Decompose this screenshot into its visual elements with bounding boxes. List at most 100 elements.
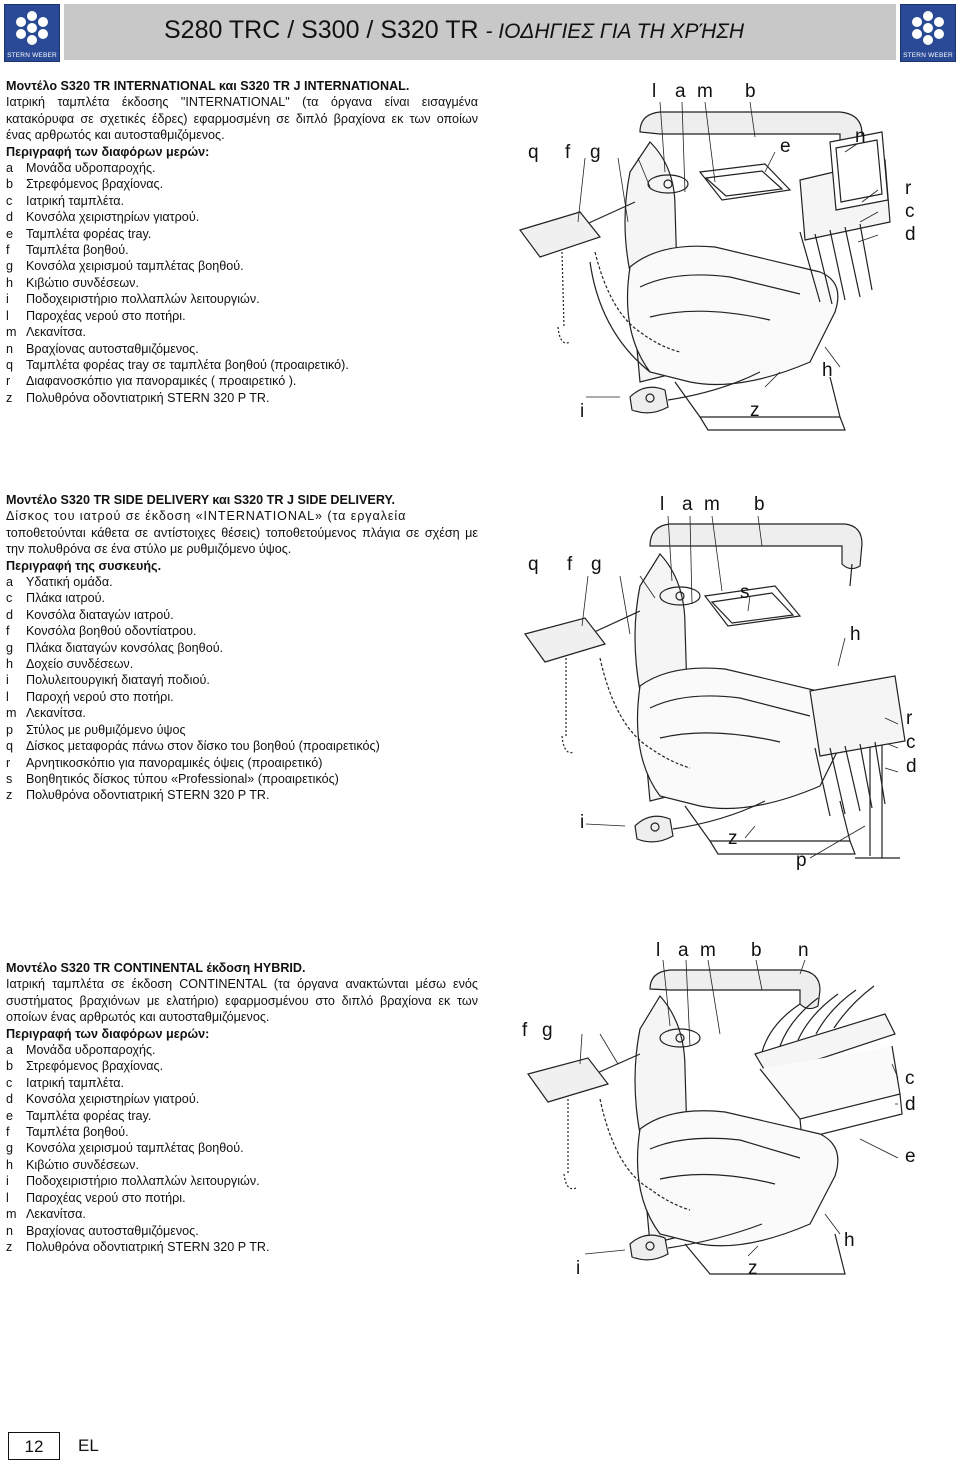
svg-text:l: l — [652, 81, 656, 102]
svg-text:e: e — [780, 136, 791, 157]
svg-text:g: g — [590, 142, 601, 163]
brand-name: STERN WEBER — [7, 52, 57, 59]
section-side-delivery: Μοντέλο S320 TR SIDE DELIVERY και S320 T… — [6, 492, 478, 804]
svg-text:d: d — [905, 224, 916, 245]
section-intro: Ιατρική ταμπλέτα σε έκδοση CONTINENTAL (… — [6, 977, 478, 1025]
svg-text:r: r — [906, 708, 913, 729]
svg-text:i: i — [580, 812, 584, 833]
svg-text:h: h — [844, 1230, 855, 1251]
svg-text:z: z — [750, 400, 760, 421]
section-heading: Μοντέλο S320 TR SIDE DELIVERY και S320 T… — [6, 493, 395, 507]
stern-weber-logo: STERN WEBER — [4, 4, 60, 62]
svg-text:c: c — [905, 201, 915, 222]
section-heading: Μοντέλο S320 TR CONTINENTAL έκδοση HYBRI… — [6, 961, 306, 975]
dental-unit-diagram-continental: l a m b n f g c d e h i z — [500, 934, 940, 1284]
language-code: EL — [78, 1436, 99, 1455]
page-header: STERN WEBER S280 TRC / S300 / S320 TR - … — [0, 0, 960, 64]
svg-text:m: m — [697, 81, 713, 102]
svg-text:h: h — [822, 360, 833, 381]
svg-text:q: q — [528, 142, 539, 163]
title-band: S280 TRC / S300 / S320 TR - ΙΟΔΗΓΙΕΣ ΓΙΑ… — [64, 4, 896, 60]
page-title: S280 TRC / S300 / S320 TR - ΙΟΔΗΓΙΕΣ ΓΙΑ… — [164, 16, 744, 45]
svg-text:h: h — [850, 624, 861, 645]
section-heading: Μοντέλο S320 TR INTERNATIONAL και S320 T… — [6, 79, 410, 93]
section-international: Μοντέλο S320 TR INTERNATIONAL και S320 T… — [6, 78, 478, 406]
svg-text:a: a — [682, 494, 693, 515]
svg-text:n: n — [855, 126, 866, 147]
svg-text:f: f — [565, 142, 571, 163]
svg-text:q: q — [528, 554, 539, 575]
section-intro-first-line: Δίσκος του ιατρού σε έκδοση «INTERNATION… — [6, 509, 407, 524]
svg-text:b: b — [754, 494, 765, 515]
flower-icon — [912, 11, 944, 45]
title-subtitle: - ΙΟΔΗΓΙΕΣ ΓΙΑ ΤΗ ΧΡΉΣΗ — [485, 20, 744, 43]
svg-text:i: i — [580, 401, 584, 422]
svg-text:f: f — [567, 554, 573, 575]
svg-text:a: a — [675, 81, 686, 102]
svg-text:d: d — [905, 1094, 916, 1115]
svg-text:z: z — [728, 828, 738, 849]
parts-heading: Περιγραφή των διαφόρων μερών: — [6, 144, 210, 159]
svg-text:g: g — [591, 554, 602, 575]
stern-weber-logo: STERN WEBER — [900, 4, 956, 62]
svg-text:e: e — [905, 1146, 916, 1167]
svg-text:m: m — [700, 940, 716, 961]
svg-text:b: b — [745, 81, 756, 102]
svg-text:l: l — [660, 494, 664, 515]
flower-icon — [16, 11, 48, 45]
svg-text:m: m — [704, 494, 720, 515]
svg-text:s: s — [740, 582, 750, 603]
svg-text:r: r — [905, 178, 912, 199]
parts-heading: Περιγραφή των διαφόρων μερών: — [6, 1026, 210, 1041]
page-number: 12 — [8, 1432, 60, 1460]
svg-text:l: l — [656, 940, 660, 961]
svg-text:b: b — [751, 940, 762, 961]
svg-text:c: c — [905, 1068, 915, 1089]
section-intro: τοποθετούνται κάθετα σε αντίστοιχες θέσε… — [6, 525, 478, 557]
svg-text:n: n — [798, 940, 809, 961]
section-continental: Μοντέλο S320 TR CONTINENTAL έκδοση HYBRI… — [6, 960, 478, 1255]
svg-text:z: z — [748, 1258, 758, 1279]
svg-text:p: p — [796, 850, 807, 871]
section-intro: Ιατρική ταμπλέτα έκδοσης "INTERNATIONAL"… — [6, 95, 478, 143]
svg-text:f: f — [522, 1020, 528, 1041]
